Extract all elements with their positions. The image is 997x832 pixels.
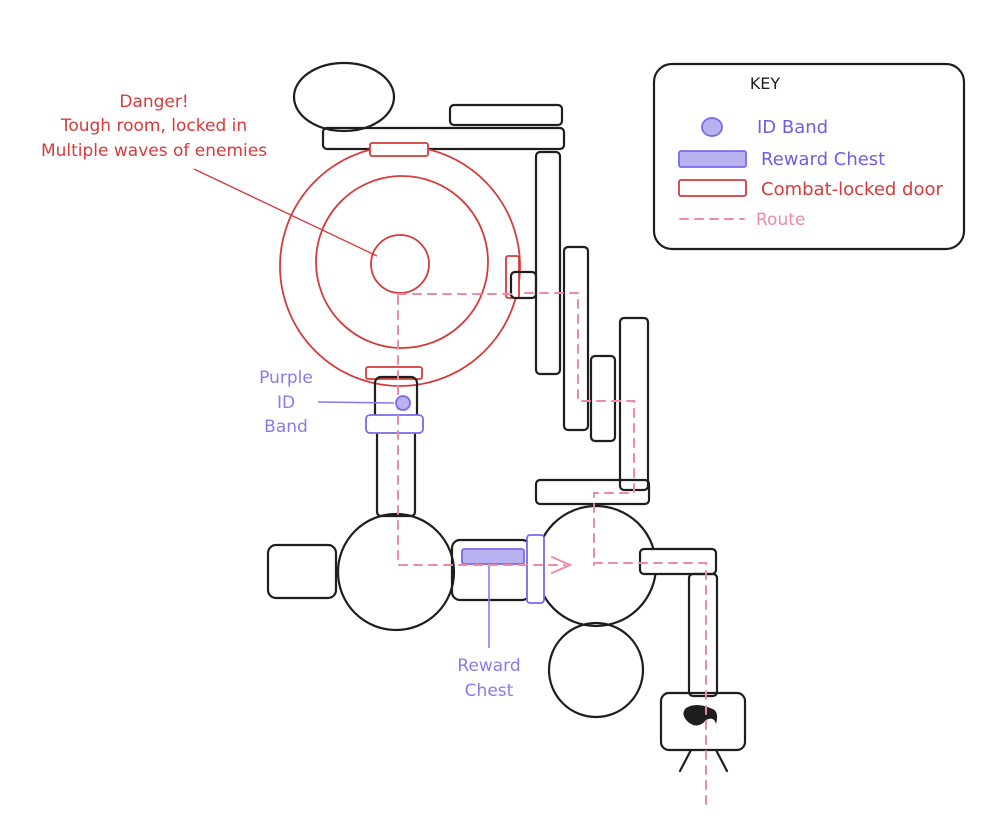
danger-note-line-1: Danger! xyxy=(119,92,188,112)
key-id-band-icon xyxy=(701,117,723,137)
exit-corridor-horizontal xyxy=(638,547,718,576)
danger-note-line-3: Multiple waves of enemies xyxy=(41,141,267,161)
south-round-room xyxy=(547,621,645,719)
danger-pointer-line xyxy=(193,168,378,257)
corridor-down-to-hub xyxy=(375,428,417,518)
corridor-connector-a xyxy=(509,270,538,300)
exit-room xyxy=(659,691,747,752)
danger-arena-middle-ring xyxy=(315,175,489,349)
exit-leg-right xyxy=(714,748,729,773)
combat-locked-door-right xyxy=(505,255,520,299)
top-small-corridor xyxy=(448,103,564,127)
route-arrowhead xyxy=(551,556,573,574)
corridor-horizontal-e xyxy=(534,478,651,506)
corridor-short-c xyxy=(589,354,617,443)
route-path xyxy=(397,292,707,806)
key-title: KEY xyxy=(750,74,781,93)
corridor-vertical-d xyxy=(618,316,650,492)
key-reward-chest-icon xyxy=(678,150,747,168)
key-combat-locked-door-label: Combat-locked door xyxy=(761,179,943,200)
id-band-label-line-1: Purple xyxy=(259,368,313,388)
exit-corridor-vertical xyxy=(687,572,719,698)
reward-chest-icon xyxy=(461,548,525,565)
boss-blob-icon xyxy=(683,705,718,726)
combat-locked-door-top xyxy=(369,142,429,157)
id-band-door xyxy=(365,414,424,434)
corridor-vertical-b xyxy=(562,245,590,432)
west-side-room xyxy=(266,543,338,600)
top-oval-room xyxy=(292,61,396,133)
reward-chest-room-door xyxy=(526,534,545,604)
id-band-label-line-2: ID xyxy=(277,393,295,413)
corridor-vertical-a xyxy=(534,150,562,376)
key-reward-chest-label: Reward Chest xyxy=(761,149,885,170)
west-hub-room xyxy=(336,512,456,632)
id-band-pointer-line xyxy=(317,401,395,404)
reward-chest-label-line-2: Chest xyxy=(465,681,514,701)
key-combat-locked-door-icon xyxy=(678,179,747,197)
id-band-icon xyxy=(395,395,411,411)
top-long-corridor xyxy=(321,126,566,151)
danger-arena-inner-ring xyxy=(370,234,430,294)
reward-chest-label-line-1: Reward xyxy=(457,656,520,676)
id-band-label-line-3: Band xyxy=(264,417,308,437)
map-key: KEY ID Band Reward Chest Combat-locked d… xyxy=(652,62,966,251)
key-route-label: Route xyxy=(756,210,805,230)
key-box xyxy=(652,62,966,251)
danger-note-line-2: Tough room, locked in xyxy=(60,116,247,136)
exit-leg-left xyxy=(678,748,693,773)
key-id-band-label: ID Band xyxy=(757,117,828,138)
